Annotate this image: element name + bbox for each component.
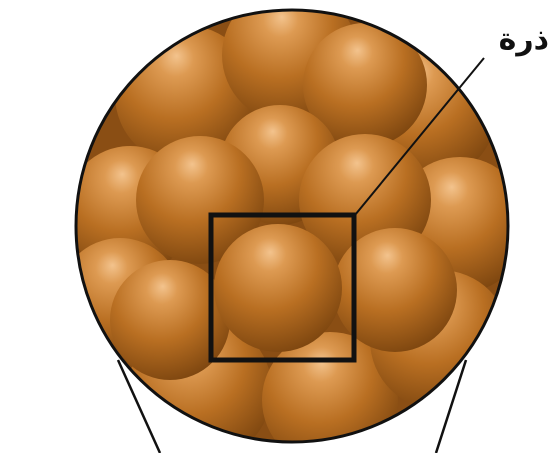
atom-label: ذرة — [489, 20, 549, 60]
atom-sphere-highlighted — [214, 224, 342, 352]
